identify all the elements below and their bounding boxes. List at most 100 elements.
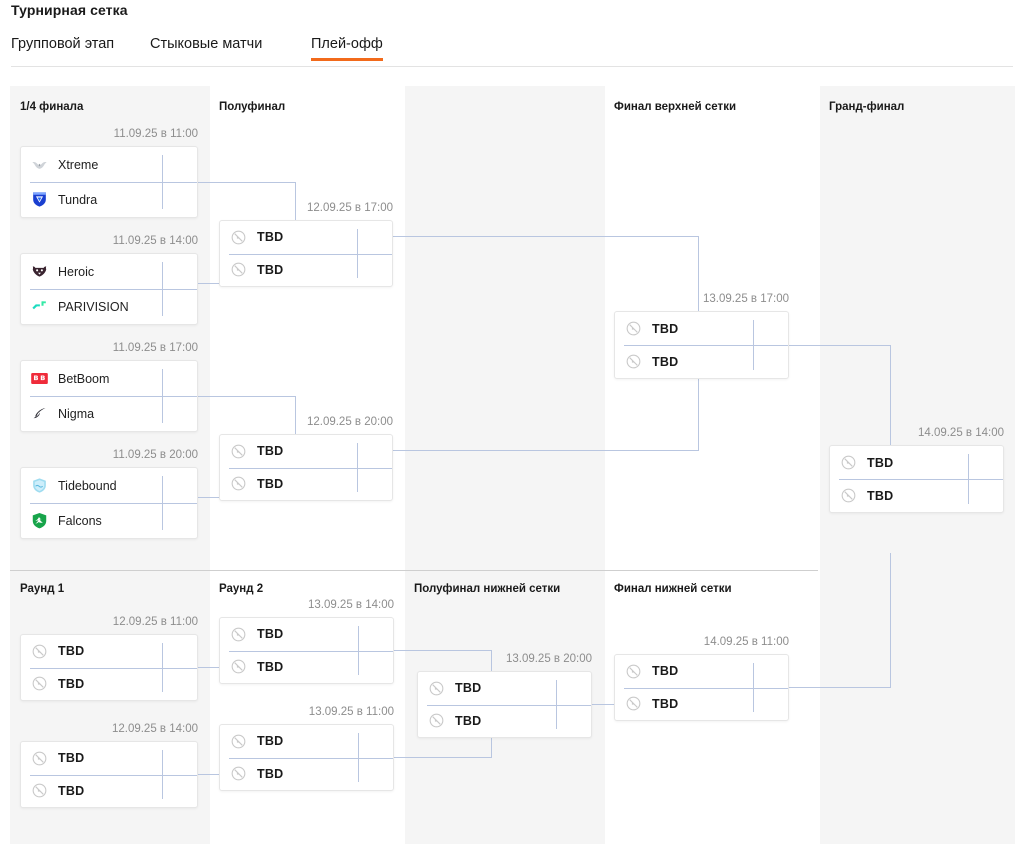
match-card[interactable]: 12.09.25 в 17:00 TBD TBD	[219, 202, 393, 287]
match-card-body[interactable]: TBD TBD	[829, 445, 1004, 513]
tbd-icon	[624, 352, 643, 371]
match-card-body[interactable]: Heroic PARIVISION	[20, 253, 198, 325]
team-row[interactable]: BetBoom	[21, 361, 197, 396]
match-date: 11.09.25 в 20:00	[112, 449, 198, 461]
match-date: 12.09.25 в 20:00	[306, 416, 393, 428]
team-row[interactable]: TBD	[830, 446, 1003, 479]
connector-lr1m2-h	[198, 774, 220, 775]
match-card[interactable]: 11.09.25 в 11:00 Xtreme Tundra	[20, 128, 198, 218]
team-row[interactable]: TBD	[418, 672, 591, 705]
team-row[interactable]: TBD	[220, 435, 392, 468]
team-row[interactable]: TBD	[21, 742, 197, 775]
match-card-body[interactable]: TBD TBD	[614, 654, 789, 721]
match-card[interactable]: 14.09.25 в 11:00 TBD TBD	[614, 636, 789, 721]
connector-qf1-v	[295, 182, 296, 222]
team-row[interactable]: Tundra	[21, 182, 197, 217]
page-title: Турнирная сетка	[11, 2, 128, 18]
tbd-icon	[229, 228, 248, 247]
team-row[interactable]: TBD	[830, 479, 1003, 512]
match-date: 12.09.25 в 11:00	[112, 616, 198, 628]
round-title-grand-final: Гранд-финал	[829, 101, 905, 113]
match-card[interactable]: 13.09.25 в 17:00 TBD TBD	[614, 293, 789, 379]
team-name: Xtreme	[58, 157, 99, 172]
match-card[interactable]: 14.09.25 в 14:00 TBD TBD	[829, 427, 1004, 513]
falcons-logo	[30, 511, 49, 530]
match-card-body[interactable]: TBD TBD	[219, 220, 393, 287]
connector-lr1m1-h	[198, 667, 220, 668]
team-row[interactable]: TBD	[615, 312, 788, 345]
tab-playoff[interactable]: Плей-офф	[311, 36, 383, 61]
match-card-body[interactable]: Xtreme Tundra	[20, 146, 198, 218]
tab-playin-matches[interactable]: Стыковые матчи	[150, 36, 263, 52]
team-name: Tidebound	[58, 478, 117, 493]
team-row[interactable]: TBD	[615, 345, 788, 378]
team-row[interactable]: TBD	[220, 467, 392, 501]
connector-lbf-h	[789, 687, 890, 688]
match-card-body[interactable]: TBD TBD	[219, 434, 393, 501]
team-row[interactable]: TBD	[220, 253, 392, 287]
match-date: 11.09.25 в 17:00	[112, 342, 198, 354]
team-row[interactable]: TBD	[615, 655, 788, 688]
tab-bar-divider	[11, 66, 1013, 67]
team-row[interactable]: TBD	[220, 757, 393, 791]
tbd-icon	[839, 486, 858, 505]
team-row[interactable]: Nigma	[21, 396, 197, 431]
match-card[interactable]: 13.09.25 в 14:00 TBD TBD	[219, 599, 394, 684]
team-name: TBD	[652, 321, 679, 336]
match-card-body[interactable]: TBD TBD	[614, 311, 789, 379]
match-date: 11.09.25 в 11:00	[113, 128, 198, 140]
team-row[interactable]: TBD	[220, 725, 393, 758]
team-row[interactable]: TBD	[615, 687, 788, 721]
connector-ubf-v	[890, 345, 891, 479]
tbd-icon	[229, 260, 248, 279]
team-row[interactable]: TBD	[21, 774, 197, 808]
team-name: TBD	[257, 262, 284, 277]
match-card[interactable]: 11.09.25 в 20:00 Tidebound Falcons	[20, 449, 198, 539]
team-name: Falcons	[58, 513, 102, 528]
team-row[interactable]: TBD	[220, 221, 392, 254]
match-card-body[interactable]: Tidebound Falcons	[20, 467, 198, 539]
team-name: TBD	[867, 455, 894, 470]
tbd-icon	[30, 749, 49, 768]
team-name: TBD	[257, 230, 284, 245]
tab-group-stage[interactable]: Групповой этап	[11, 36, 115, 52]
team-name: TBD	[257, 476, 284, 491]
team-name: TBD	[455, 681, 482, 696]
connector-qf3-v	[295, 396, 296, 436]
match-card[interactable]: 11.09.25 в 14:00 Heroic PARIVISION	[20, 235, 198, 325]
team-row[interactable]: Falcons	[21, 503, 197, 538]
tbd-icon	[624, 662, 643, 681]
match-card[interactable]: 13.09.25 в 11:00 TBD TBD	[219, 706, 394, 791]
tidebound-logo	[30, 476, 49, 495]
match-date: 11.09.25 в 14:00	[112, 235, 198, 247]
match-date: 14.09.25 в 14:00	[917, 427, 1004, 439]
team-row[interactable]: TBD	[21, 635, 197, 668]
team-row[interactable]: Tidebound	[21, 468, 197, 503]
team-row[interactable]: TBD	[21, 667, 197, 701]
match-card[interactable]: 11.09.25 в 17:00 BetBoom Nigma	[20, 342, 198, 432]
team-row[interactable]: Heroic	[21, 254, 197, 289]
match-card[interactable]: 12.09.25 в 11:00 TBD TBD	[20, 616, 198, 701]
connector-lbsf-h	[592, 704, 614, 705]
team-row[interactable]: TBD	[418, 704, 591, 738]
team-row[interactable]: Xtreme	[21, 147, 197, 182]
connector-lbf-v	[890, 553, 891, 688]
match-card-body[interactable]: TBD TBD	[219, 724, 394, 791]
match-card[interactable]: 12.09.25 в 14:00 TBD TBD	[20, 723, 198, 808]
match-card[interactable]: 12.09.25 в 20:00 TBD TBD	[219, 416, 393, 501]
match-card-body[interactable]: TBD TBD	[20, 741, 198, 808]
match-card-body[interactable]: BetBoom Nigma	[20, 360, 198, 432]
match-card[interactable]: 13.09.25 в 20:00 TBD TBD	[417, 653, 592, 738]
tbd-icon	[427, 711, 446, 730]
match-card-body[interactable]: TBD TBD	[219, 617, 394, 684]
connector-lr2m2-v	[491, 732, 492, 758]
match-card-body[interactable]: TBD TBD	[20, 634, 198, 701]
team-row[interactable]: TBD	[220, 618, 393, 651]
match-card-body[interactable]: TBD TBD	[417, 671, 592, 738]
team-row[interactable]: PARIVISION	[21, 289, 197, 324]
team-row[interactable]: TBD	[220, 650, 393, 684]
tbd-icon	[30, 781, 49, 800]
team-name: Nigma	[58, 406, 95, 421]
team-name: TBD	[58, 783, 85, 798]
